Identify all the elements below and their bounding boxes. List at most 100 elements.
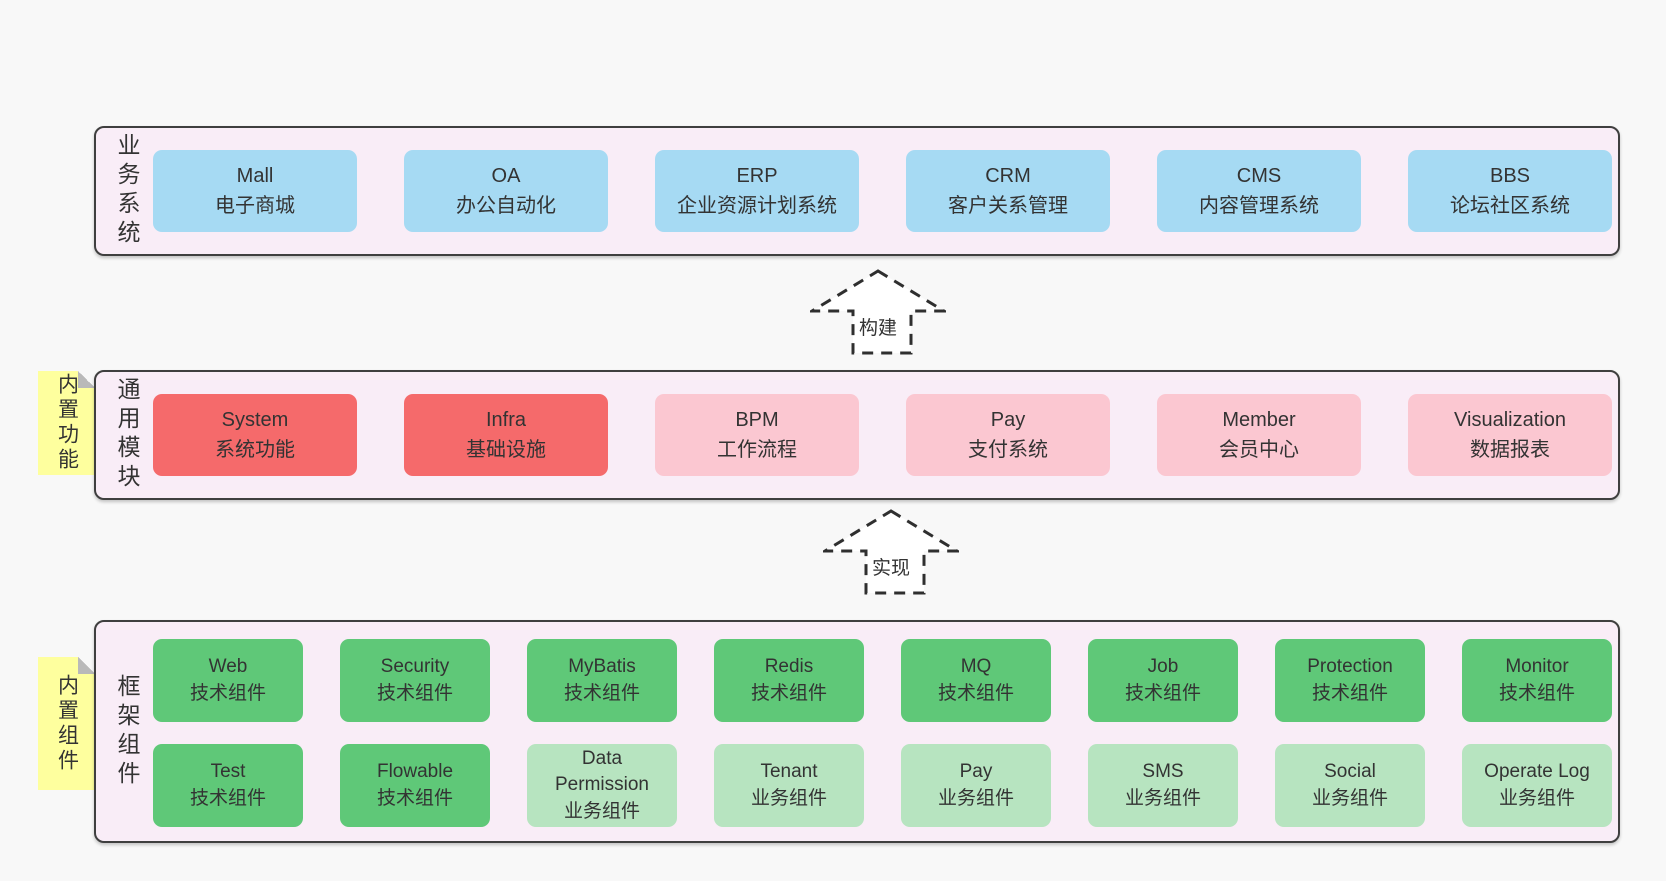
box-title: Data Permission <box>555 747 649 796</box>
box-member: Member 会员中心 <box>1157 394 1361 476</box>
box-title: BPM <box>735 409 779 431</box>
common-modules-row: System 系统功能 Infra 基础设施 BPM 工作流程 Pay 支付系统… <box>153 372 1612 498</box>
box-mall: Mall 电子商城 <box>153 150 357 232</box>
build-arrow-up: 构建 <box>810 269 946 355</box>
box-title: Operate Log <box>1484 760 1590 782</box>
box-subtitle: 系统功能 <box>215 439 295 461</box>
layer-label-common-modules: 通用模块 <box>114 377 140 493</box>
box-redis: Redis 技术组件 <box>714 639 864 722</box>
box-title: Social <box>1324 760 1376 782</box>
box-bpm: BPM 工作流程 <box>655 394 859 476</box>
box-subtitle: 技术组件 <box>189 787 266 809</box>
box-title: Test <box>210 760 246 782</box>
sticky-note-built-in-features: 内置功能 <box>38 371 95 475</box>
box-erp: ERP 企业资源计划系统 <box>655 150 859 232</box>
layer-framework-components: 框架组件 Web 技术组件 Security 技术组件 MyBatis 技术组件… <box>94 620 1620 843</box>
box-subtitle: 技术组件 <box>937 682 1014 704</box>
box-subtitle: 业务组件 <box>1498 787 1575 809</box>
box-title: Visualization <box>1454 409 1566 431</box>
arrow-label-build: 构建 <box>855 313 901 340</box>
box-subtitle: 业务组件 <box>937 787 1014 809</box>
box-subtitle: 技术组件 <box>1124 682 1201 704</box>
box-subtitle: 业务组件 <box>1124 787 1201 809</box>
layer-common-modules: 通用模块 System 系统功能 Infra 基础设施 BPM 工作流程 Pay… <box>94 370 1620 500</box>
box-oa: OA 办公自动化 <box>404 150 608 232</box>
box-title: SMS <box>1142 760 1184 782</box>
box-title: Tenant <box>760 760 818 782</box>
box-title: Security <box>380 655 450 677</box>
box-title: Member <box>1222 409 1296 431</box>
sticky-note-label: 内置组件 <box>55 673 79 774</box>
layer-label-business-systems: 业务系统 <box>114 133 140 249</box>
box-social: Social 业务组件 <box>1275 744 1425 827</box>
framework-components-row-2: Test 技术组件 Flowable 技术组件 Data Permission … <box>153 744 1612 827</box>
box-mq: MQ 技术组件 <box>901 639 1051 722</box>
up-arrow-icon <box>810 269 946 355</box>
box-sms: SMS 业务组件 <box>1088 744 1238 827</box>
box-title: Pay <box>990 409 1026 431</box>
box-subtitle: 数据报表 <box>1470 439 1550 461</box>
box-title: Flowable <box>376 760 454 782</box>
sticky-note-label: 内置功能 <box>55 373 79 473</box>
box-title: BBS <box>1489 165 1531 187</box>
framework-components-row-1: Web 技术组件 Security 技术组件 MyBatis 技术组件 Redi… <box>153 639 1612 722</box>
box-mybatis: MyBatis 技术组件 <box>527 639 677 722</box>
box-title: Pay <box>959 760 993 782</box>
box-subtitle: 电子商城 <box>215 195 295 217</box>
sticky-note-built-in-components: 内置组件 <box>38 657 95 790</box>
box-title: CMS <box>1236 165 1282 187</box>
box-web: Web 技术组件 <box>153 639 303 722</box>
box-title: MyBatis <box>568 655 636 677</box>
box-subtitle: 基础设施 <box>466 439 546 461</box>
box-operate-log: Operate Log 业务组件 <box>1462 744 1612 827</box>
box-data-permission: Data Permission 业务组件 <box>527 744 677 827</box>
box-subtitle: 工作流程 <box>717 439 797 461</box>
box-subtitle: 业务组件 <box>1311 787 1388 809</box>
box-job: Job 技术组件 <box>1088 639 1238 722</box>
box-title: OA <box>491 165 521 187</box>
box-pay: Pay 支付系统 <box>906 394 1110 476</box>
box-title: System <box>221 409 289 431</box>
box-subtitle: 论坛社区系统 <box>1450 195 1570 217</box>
business-systems-row: Mall 电子商城 OA 办公自动化 ERP 企业资源计划系统 CRM 客户关系… <box>153 128 1612 254</box>
box-title: ERP <box>736 165 778 187</box>
box-security: Security 技术组件 <box>340 639 490 722</box>
box-title: Protection <box>1307 655 1393 677</box>
box-bbs: BBS 论坛社区系统 <box>1408 150 1612 232</box>
box-cms: CMS 内容管理系统 <box>1157 150 1361 232</box>
box-title: Monitor <box>1505 655 1569 677</box>
arrow-label-implement: 实现 <box>868 553 914 580</box>
box-pay-biz: Pay 业务组件 <box>901 744 1051 827</box>
box-subtitle: 技术组件 <box>1498 682 1575 704</box>
box-protection: Protection 技术组件 <box>1275 639 1425 722</box>
up-arrow-icon <box>823 509 959 595</box>
box-title: Web <box>208 655 248 677</box>
box-subtitle: 支付系统 <box>968 439 1048 461</box>
box-visualization: Visualization 数据报表 <box>1408 394 1612 476</box>
box-test: Test 技术组件 <box>153 744 303 827</box>
box-subtitle: 技术组件 <box>1311 682 1388 704</box>
box-monitor: Monitor 技术组件 <box>1462 639 1612 722</box>
box-subtitle: 企业资源计划系统 <box>677 195 837 217</box>
box-title: Infra <box>485 409 527 431</box>
box-subtitle: 技术组件 <box>563 682 640 704</box>
box-subtitle: 业务组件 <box>750 787 827 809</box>
layer-label-framework-components: 框架组件 <box>114 673 140 790</box>
box-title: Redis <box>764 655 814 677</box>
box-subtitle: 技术组件 <box>750 682 827 704</box>
box-title: Mall <box>236 165 274 187</box>
box-subtitle: 办公自动化 <box>456 195 556 217</box>
box-title: Job <box>1147 655 1179 677</box>
box-subtitle: 内容管理系统 <box>1199 195 1319 217</box>
box-subtitle: 技术组件 <box>376 682 453 704</box>
layer-business-systems: 业务系统 Mall 电子商城 OA 办公自动化 ERP 企业资源计划系统 CRM… <box>94 126 1620 256</box>
box-tenant: Tenant 业务组件 <box>714 744 864 827</box>
box-subtitle: 技术组件 <box>376 787 453 809</box>
box-flowable: Flowable 技术组件 <box>340 744 490 827</box>
box-subtitle: 客户关系管理 <box>948 195 1068 217</box>
box-subtitle: 技术组件 <box>189 682 266 704</box>
box-system: System 系统功能 <box>153 394 357 476</box>
box-title: MQ <box>960 655 992 677</box>
box-title: CRM <box>985 165 1031 187</box>
